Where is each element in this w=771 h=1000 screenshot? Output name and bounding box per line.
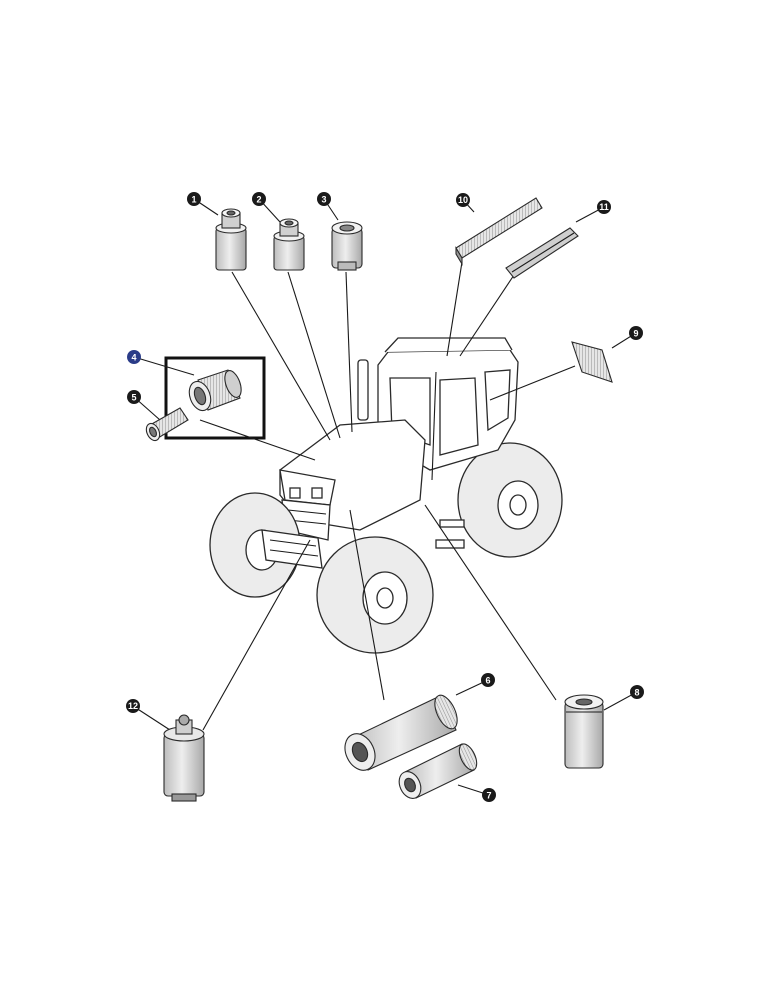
part-9-recirculation-filter: [571, 341, 613, 383]
callout-5: 5: [127, 390, 141, 404]
callout-6: 6: [481, 673, 495, 687]
svg-text:6: 6: [485, 676, 490, 686]
callout-11: 11: [597, 200, 611, 214]
svg-text:12: 12: [128, 701, 138, 711]
svg-text:3: 3: [321, 195, 326, 205]
svg-text:2: 2: [256, 195, 261, 205]
tractor-illustration: [209, 337, 563, 654]
svg-text:7: 7: [486, 791, 491, 801]
part-3-oil-filter: [331, 221, 363, 271]
callout-4: 4: [127, 350, 141, 364]
part-12-fuel-prefilter: [163, 714, 205, 802]
leader-lines: [132, 198, 638, 796]
highlight-box: [164, 356, 266, 440]
callout-1: 1: [187, 192, 201, 206]
svg-text:1: 1: [191, 195, 196, 205]
svg-text:5: 5: [131, 393, 136, 403]
callout-10: 10: [456, 193, 470, 207]
callout-9: 9: [629, 326, 643, 340]
part-7-transmission-filter: [398, 743, 478, 799]
part-1-fuel-filter: [215, 208, 247, 271]
callout-12: 12: [126, 699, 140, 713]
svg-text:9: 9: [633, 329, 638, 339]
svg-text:4: 4: [131, 353, 136, 363]
part-5-air-filter-inner: [145, 407, 189, 442]
part-11-cab-filter-panel: [505, 227, 579, 279]
part-8-hydraulic-filter: [564, 694, 604, 769]
part-2-fuel-filter: [273, 218, 305, 271]
callout-7: 7: [482, 788, 496, 802]
svg-text:10: 10: [458, 195, 468, 205]
part-10-cab-filter: [455, 197, 543, 266]
part-6-hydraulic-filter: [344, 694, 458, 771]
callout-3: 3: [317, 192, 331, 206]
part-4-air-filter-outer: [188, 369, 242, 412]
callout-8: 8: [630, 685, 644, 699]
svg-text:8: 8: [634, 688, 639, 698]
svg-text:11: 11: [599, 202, 609, 212]
callout-2: 2: [252, 192, 266, 206]
